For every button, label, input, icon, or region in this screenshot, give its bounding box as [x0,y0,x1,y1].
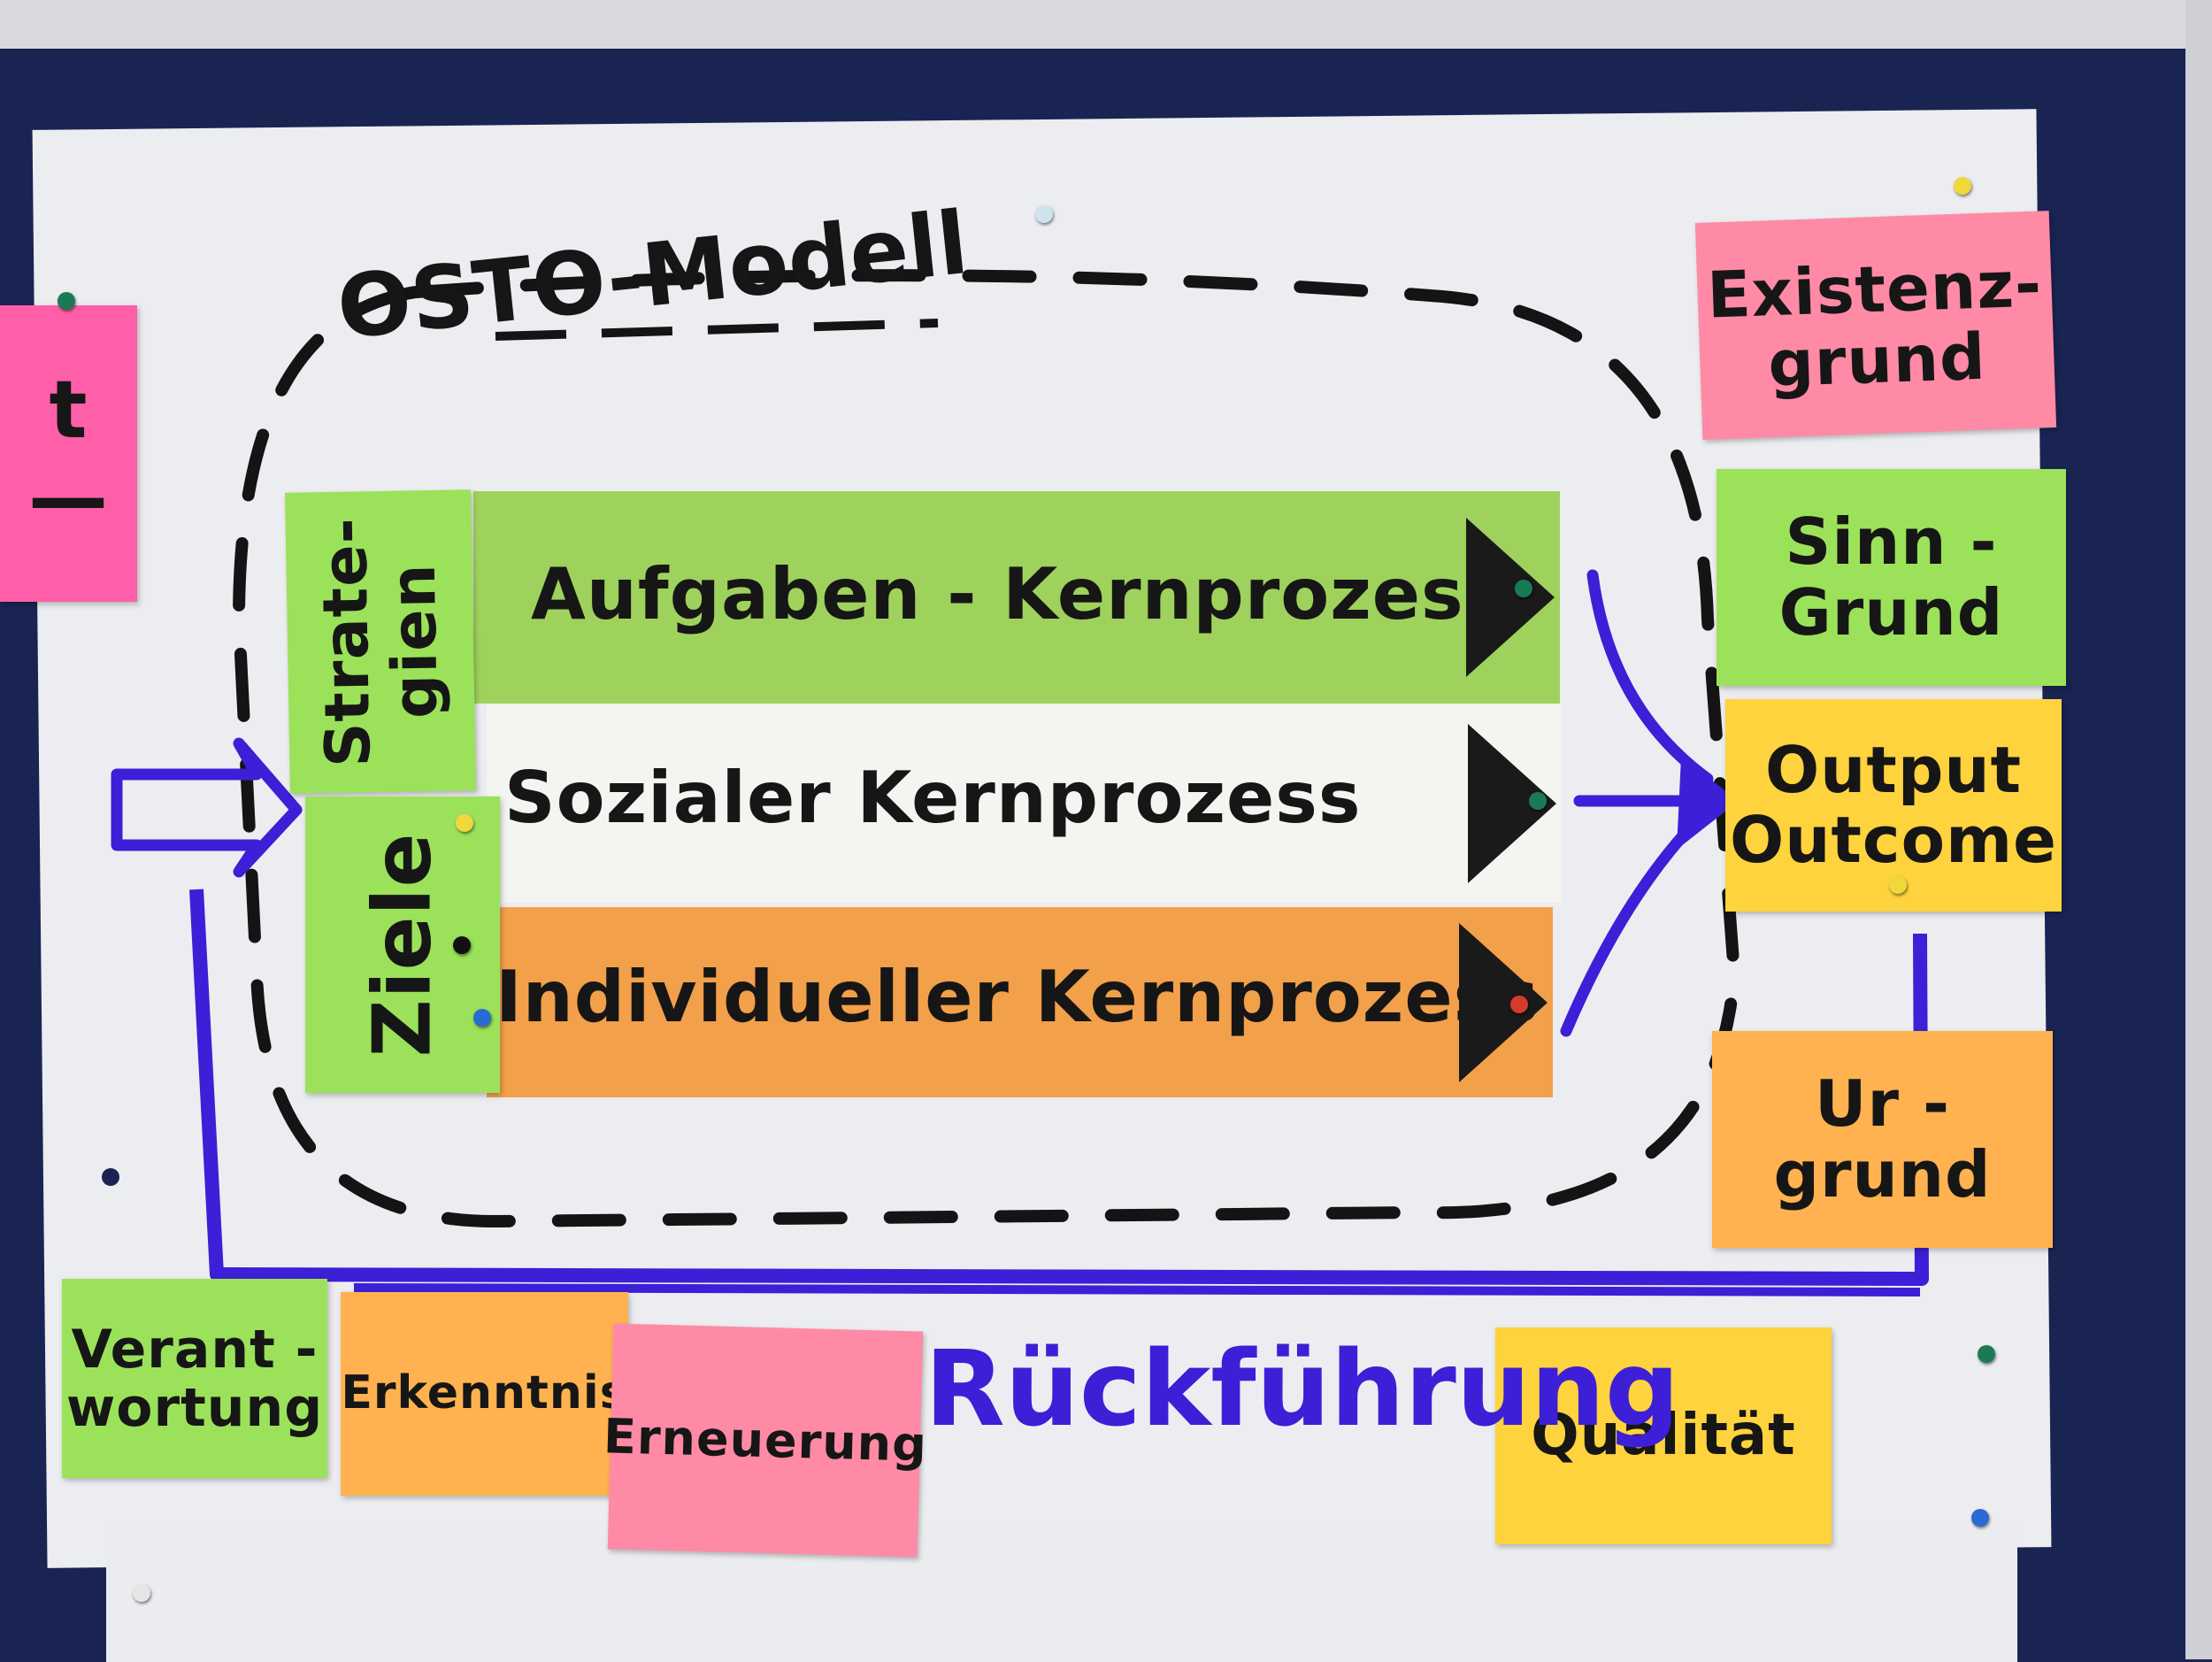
pin [58,292,75,310]
process-arrow-head [1459,922,1548,1082]
process-label-sozial: Sozialer Kernprozess [504,757,1362,839]
feedback-label: Rückführung [925,1327,1680,1450]
pin [133,1584,150,1602]
process-label-aufgaben: Aufgaben - Kernprozess [531,553,1508,635]
output-arrowhead [1677,757,1739,850]
input-arrow [111,737,303,878]
pin [1515,580,1532,597]
edge-note-text-1: t [49,363,88,457]
pin [473,1009,491,1027]
process-strip-bg [473,491,1560,704]
note-erkenntnis: Erkenntnis [341,1292,628,1496]
paper-hole [102,1168,119,1186]
note-urgrund-line2: grund [1773,1136,1992,1212]
pin [456,814,473,832]
edge-sticky-note: t — [0,305,137,602]
pin [1971,1509,1989,1527]
note-existenzgrund: Existenz- grund [1694,211,2057,440]
process-strip-sozial: Sozialer Kernprozess [487,704,1562,903]
note-ziele: Ziele [305,796,500,1093]
pinboard-frame [2185,0,2212,1659]
pin [1529,792,1547,810]
note-ziele-text: Ziele [356,832,449,1058]
pin [1035,205,1053,223]
note-erneuerung: Erneuerung [603,1323,928,1558]
note-urgrund-line1: Ur - [1815,1066,1950,1142]
note-urgrund: Ur - grund [1712,1031,2053,1248]
pin [1889,876,1907,894]
pin [1510,996,1528,1013]
note-verantwortung: Verant - wortung [62,1279,327,1478]
note-sinngrund-line2: Grund [1778,574,2004,650]
process-label-individuell: Individueller Kernprozess [495,956,1540,1038]
process-strip-individuell: Individueller Kernprozess [487,907,1553,1097]
process-strip-bg [487,907,1553,1097]
note-existenzgrund-line2: grund [1766,319,1987,401]
dashed-loop [232,269,1741,1228]
wall [0,0,2212,53]
note-strategien: Strate- gien [285,489,476,794]
note-sinngrund: Sinn - Grund [1717,469,2066,686]
pin [1954,177,1971,195]
note-output: Output Outcome [1725,699,2062,912]
process-strip-bg [487,704,1562,903]
note-qualitaet-text: Qualität [1531,1403,1796,1469]
pin [1978,1345,1995,1363]
note-erneuerung-text: Erneuerung [603,1408,928,1473]
edge-note-text-2: — [28,450,109,544]
note-strategien-line2: gien [376,562,452,719]
note-erkenntnis-text: Erkenntnis [341,1366,628,1420]
pin [453,936,471,954]
feedback-line-bottom [353,1283,1921,1297]
note-sinngrund-line1: Sinn - [1785,504,1998,580]
note-verantwortung-line2: wortung [65,1376,324,1439]
note-existenzgrund-line1: Existenz- [1706,246,2044,333]
note-output-line2: Outcome [1730,803,2057,877]
process-arrow-head [1466,518,1555,677]
note-output-line1: Output [1764,732,2023,807]
note-strategien-line1: Strate- [307,516,385,768]
note-verantwortung-line1: Verant - [71,1318,319,1381]
note-qualitaet: Qualität [1495,1327,1832,1544]
process-strip-aufgaben: Aufgaben - Kernprozess [473,491,1560,704]
